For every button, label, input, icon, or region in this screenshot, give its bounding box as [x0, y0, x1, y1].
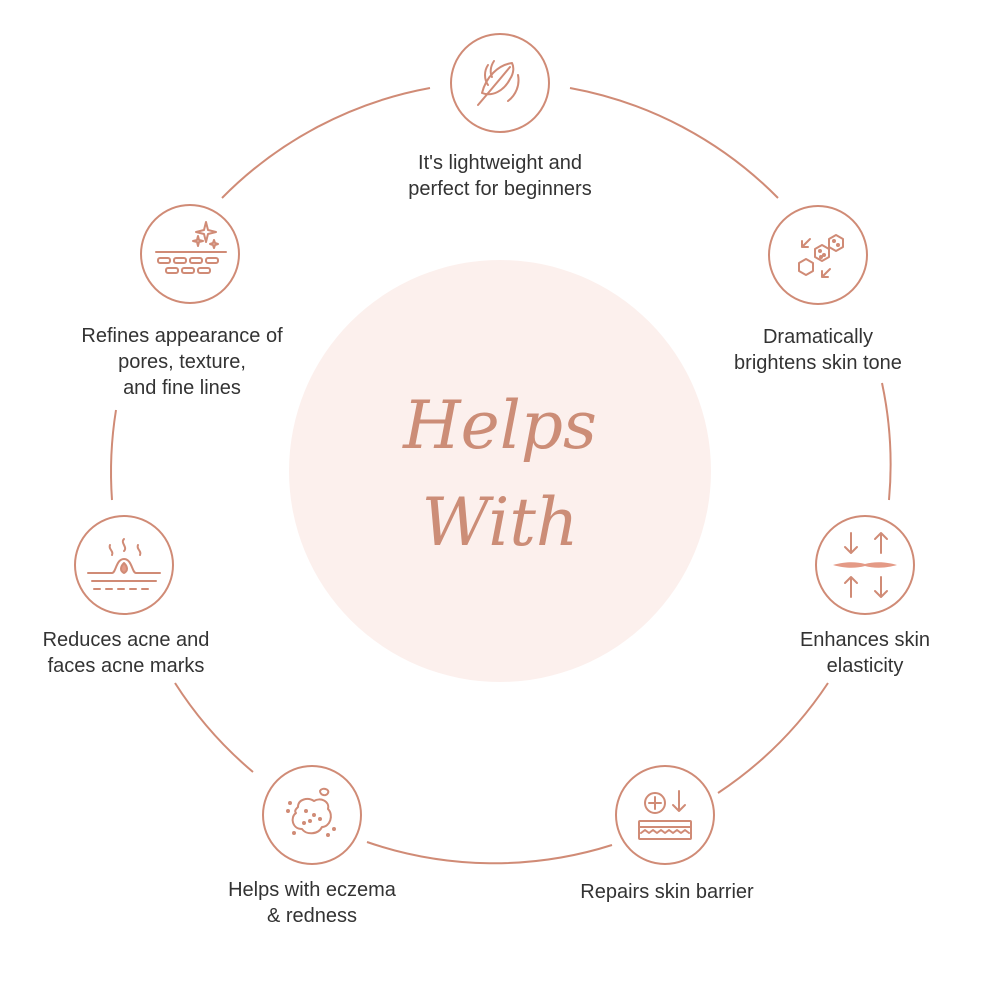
benefit-label-elasticity: Enhances skin elasticity	[799, 629, 931, 677]
benefit-node-elasticity	[815, 515, 915, 615]
benefit-node-lightweight	[450, 33, 550, 133]
benefit-node-repair	[615, 765, 715, 865]
eczema-patch-icon	[286, 787, 336, 837]
benefit-node-eczema	[262, 765, 362, 865]
center-title-line-2: With	[421, 484, 579, 561]
acne-pimple-icon	[87, 538, 161, 590]
benefit-label-brightens: Dramatically brightens skin tone	[734, 326, 902, 374]
center-title-line-1: Helps	[403, 387, 597, 464]
benefit-label-acne: Reduces acne and faces acne marks	[42, 629, 210, 677]
benefit-label-lightweight: It's lightweight and perfect for beginne…	[408, 152, 592, 200]
benefit-label-repair: Repairs skin barrier	[580, 881, 754, 903]
benefit-label-eczema: Helps with eczema & redness	[228, 879, 396, 927]
benefit-node-brightens	[768, 205, 868, 305]
hexagon-cells-icon	[798, 234, 844, 278]
benefit-label-refines: Refines appearance of pores, texture, an…	[81, 325, 283, 399]
feather-icon	[477, 60, 520, 106]
skin-elasticity-arrows-icon	[833, 532, 897, 598]
benefit-node-acne	[74, 515, 174, 615]
benefit-node-refines	[140, 204, 240, 304]
skin-texture-sparkle-icon	[155, 221, 227, 274]
skin-repair-cross-icon	[638, 790, 692, 840]
center-circle	[289, 260, 711, 682]
